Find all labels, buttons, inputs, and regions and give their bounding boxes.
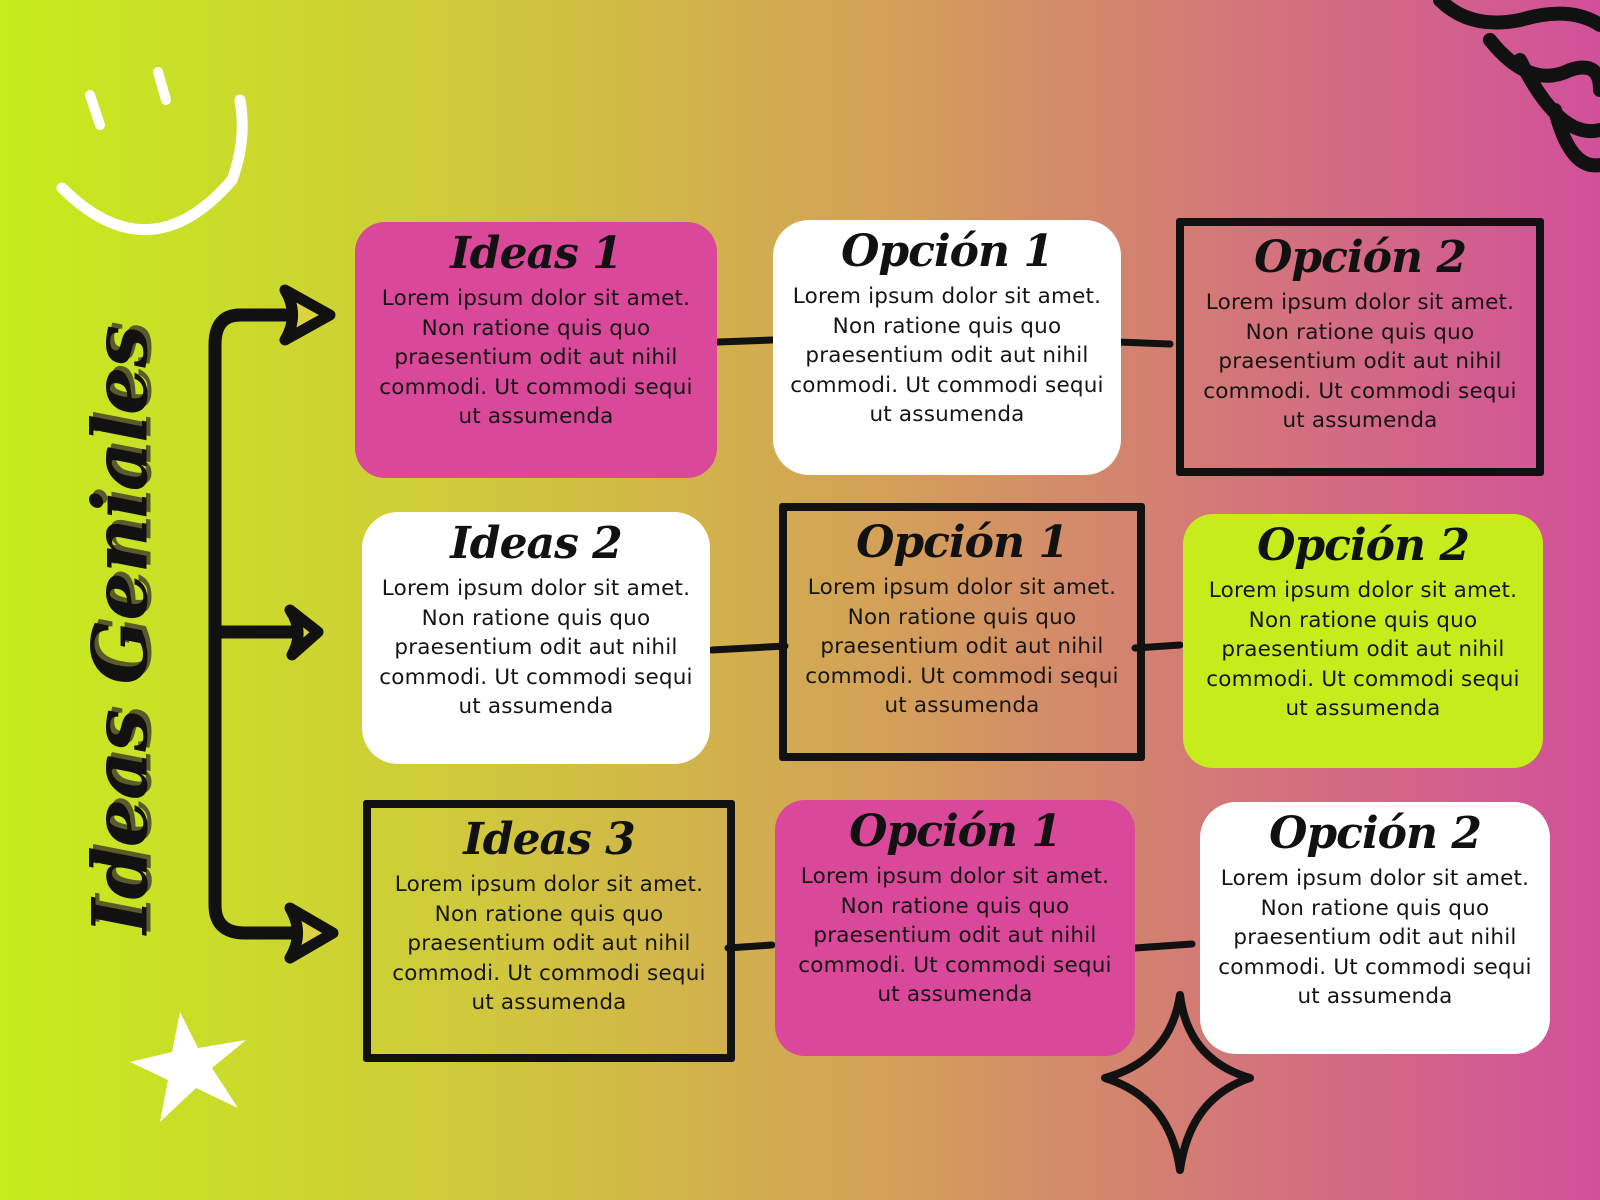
option-card-2-2: Opción 2 Lorem ipsum dolor sit amet. Non… — [1183, 514, 1543, 768]
option-card-text: Lorem ipsum dolor sit amet. Non ratione … — [790, 284, 1104, 428]
option-card-text: Lorem ipsum dolor sit amet. Non ratione … — [1203, 290, 1517, 434]
sparkle-icon — [1101, 991, 1254, 1174]
star-icon — [130, 1012, 246, 1122]
smiley-icon — [56, 67, 248, 236]
idea-card-text: Lorem ipsum dolor sit amet. Non ratione … — [392, 872, 706, 1016]
idea-card-2: Ideas 2 Lorem ipsum dolor sit amet. Non … — [362, 512, 710, 764]
idea-card-1: Ideas 1 Lorem ipsum dolor sit amet. Non … — [355, 222, 717, 478]
option-card-title: Opción 1 — [856, 517, 1069, 568]
idea-card-title: Ideas 3 — [463, 814, 636, 865]
idea-card-3: Ideas 3 Lorem ipsum dolor sit amet. Non … — [363, 800, 735, 1062]
option-card-text: Lorem ipsum dolor sit amet. Non ratione … — [798, 864, 1112, 1008]
option-card-3-1: Opción 1 Lorem ipsum dolor sit amet. Non… — [775, 800, 1135, 1056]
option-card-title: Opción 2 — [1257, 520, 1470, 571]
option-card-3-2: Opción 2 Lorem ipsum dolor sit amet. Non… — [1200, 802, 1550, 1054]
option-card-title: Opción 1 — [841, 226, 1054, 277]
option-card-title: Opción 2 — [1269, 808, 1482, 859]
option-card-title: Opción 2 — [1254, 232, 1467, 283]
branch-bracket — [208, 308, 307, 940]
idea-card-text: Lorem ipsum dolor sit amet. Non ratione … — [379, 576, 693, 720]
idea-card-title: Ideas 1 — [450, 228, 623, 279]
option-card-text: Lorem ipsum dolor sit amet. Non ratione … — [805, 575, 1119, 719]
scribble-icon — [1433, 0, 1600, 173]
option-card-1-1: Opción 1 Lorem ipsum dolor sit amet. Non… — [773, 220, 1121, 475]
idea-card-title: Ideas 2 — [450, 518, 623, 569]
option-card-2-1: Opción 1 Lorem ipsum dolor sit amet. Non… — [779, 503, 1145, 761]
option-card-text: Lorem ipsum dolor sit amet. Non ratione … — [1218, 866, 1532, 1010]
connector-lines — [708, 336, 1196, 952]
idea-card-text: Lorem ipsum dolor sit amet. Non ratione … — [379, 286, 693, 430]
option-card-1-2: Opción 2 Lorem ipsum dolor sit amet. Non… — [1176, 218, 1544, 476]
option-card-text: Lorem ipsum dolor sit amet. Non ratione … — [1206, 578, 1520, 722]
page-title: Ideas Geniales — [75, 325, 165, 935]
option-card-title: Opción 1 — [849, 806, 1062, 857]
arrow-icon — [279, 284, 339, 964]
